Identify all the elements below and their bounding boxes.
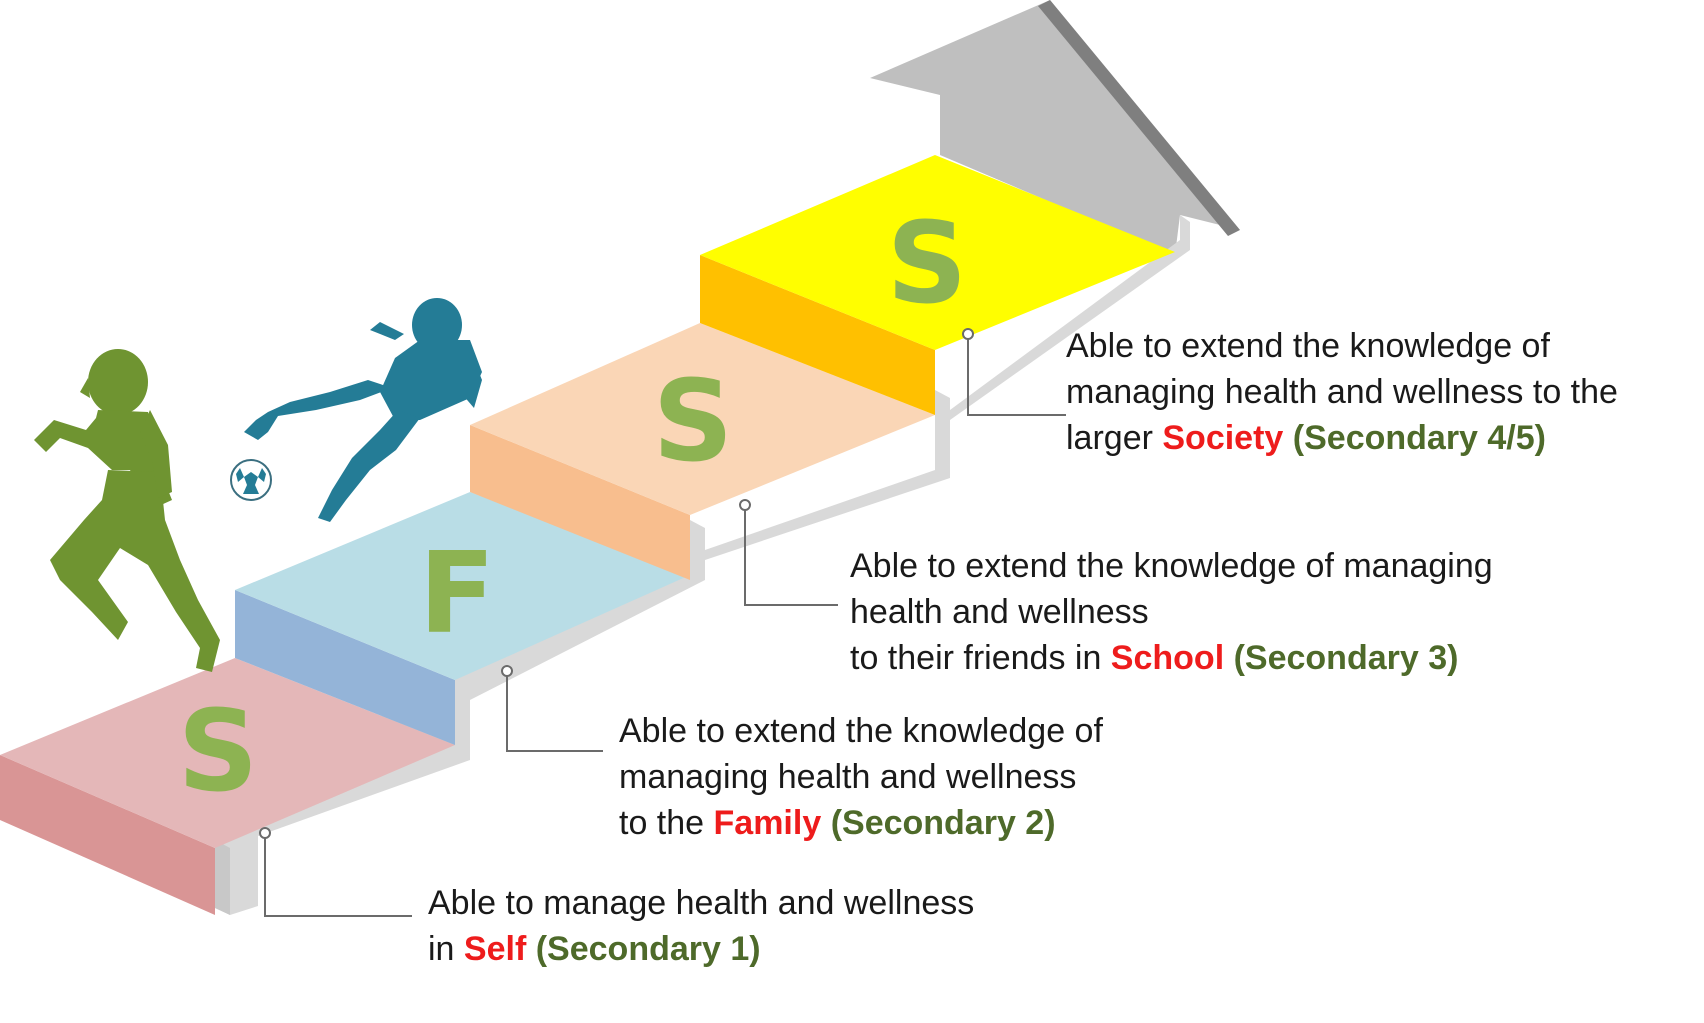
description-step-4-prefix: larger [1066, 419, 1163, 457]
description-step-1-keyword: Self [463, 930, 527, 968]
step-3-letter: S [653, 357, 734, 487]
up-arrow [870, 0, 1240, 255]
step-3: S [470, 323, 935, 580]
step-2-front [235, 590, 455, 745]
description-step-1-prefix: in [428, 930, 464, 968]
step-2-top [235, 492, 690, 680]
step-4: S [700, 155, 1175, 415]
description-step-2-prefix: to the [619, 804, 714, 842]
description-step-4-level: (Secondary 4/5) [1292, 419, 1546, 457]
description-step-3-line3: to their friends in School (Secondary 3) [850, 635, 1493, 681]
description-step-1-line3: in Self (Secondary 1) [428, 926, 974, 972]
description-step-3: Able to extend the knowledge of managing… [850, 543, 1493, 681]
description-step-4-line3: larger Society (Secondary 4/5) [1066, 415, 1618, 461]
step-3-front [470, 425, 690, 580]
description-step-3-level: (Secondary 3) [1233, 639, 1459, 677]
description-step-1: Able to manage health and wellness in Se… [428, 880, 974, 972]
step-3-top [470, 323, 935, 515]
step-1-front [0, 755, 215, 915]
description-step-2-level: (Secondary 2) [830, 804, 1056, 842]
description-step-4-line2: managing health and wellness to the [1066, 373, 1618, 411]
description-step-2-line3: to the Family (Secondary 2) [619, 800, 1103, 846]
description-step-2-line2: managing health and wellness [619, 758, 1077, 796]
description-step-2: Able to extend the knowledge of managing… [619, 708, 1103, 846]
leader-step-4 [962, 328, 1066, 416]
description-step-1-line1: Able to manage health and wellness [428, 884, 975, 922]
step-4-letter: S [887, 199, 968, 329]
description-step-4: Able to extend the knowledge of managing… [1066, 323, 1618, 461]
description-step-4-line1: Able to extend the knowledge of [1066, 327, 1550, 365]
stair-stringer [215, 215, 1190, 915]
description-step-2-keyword: Family [713, 804, 822, 842]
step-1-letter: S [178, 687, 259, 817]
soccer-ball-icon [230, 459, 272, 501]
step-1-top [0, 658, 455, 848]
description-step-3-line2: health and wellness [850, 593, 1149, 631]
leader-step-1 [259, 827, 412, 917]
description-step-3-prefix: to their friends in [850, 639, 1111, 677]
description-step-3-line1: Able to extend the knowledge of managing [850, 547, 1493, 585]
description-step-4-keyword: Society [1162, 419, 1284, 457]
step-2: F [235, 492, 690, 745]
description-step-2-line1: Able to extend the knowledge of [619, 712, 1103, 750]
description-step-3-keyword: School [1110, 639, 1225, 677]
step-4-front [700, 255, 935, 415]
kicker-figure [244, 298, 482, 522]
leader-step-3 [739, 499, 838, 606]
step-1: S [0, 658, 455, 915]
description-step-1-level: (Secondary 1) [535, 930, 761, 968]
runner-figure [34, 349, 220, 672]
leader-step-2 [501, 665, 603, 752]
step-4-top [700, 155, 1175, 350]
step-2-letter: F [419, 529, 496, 659]
